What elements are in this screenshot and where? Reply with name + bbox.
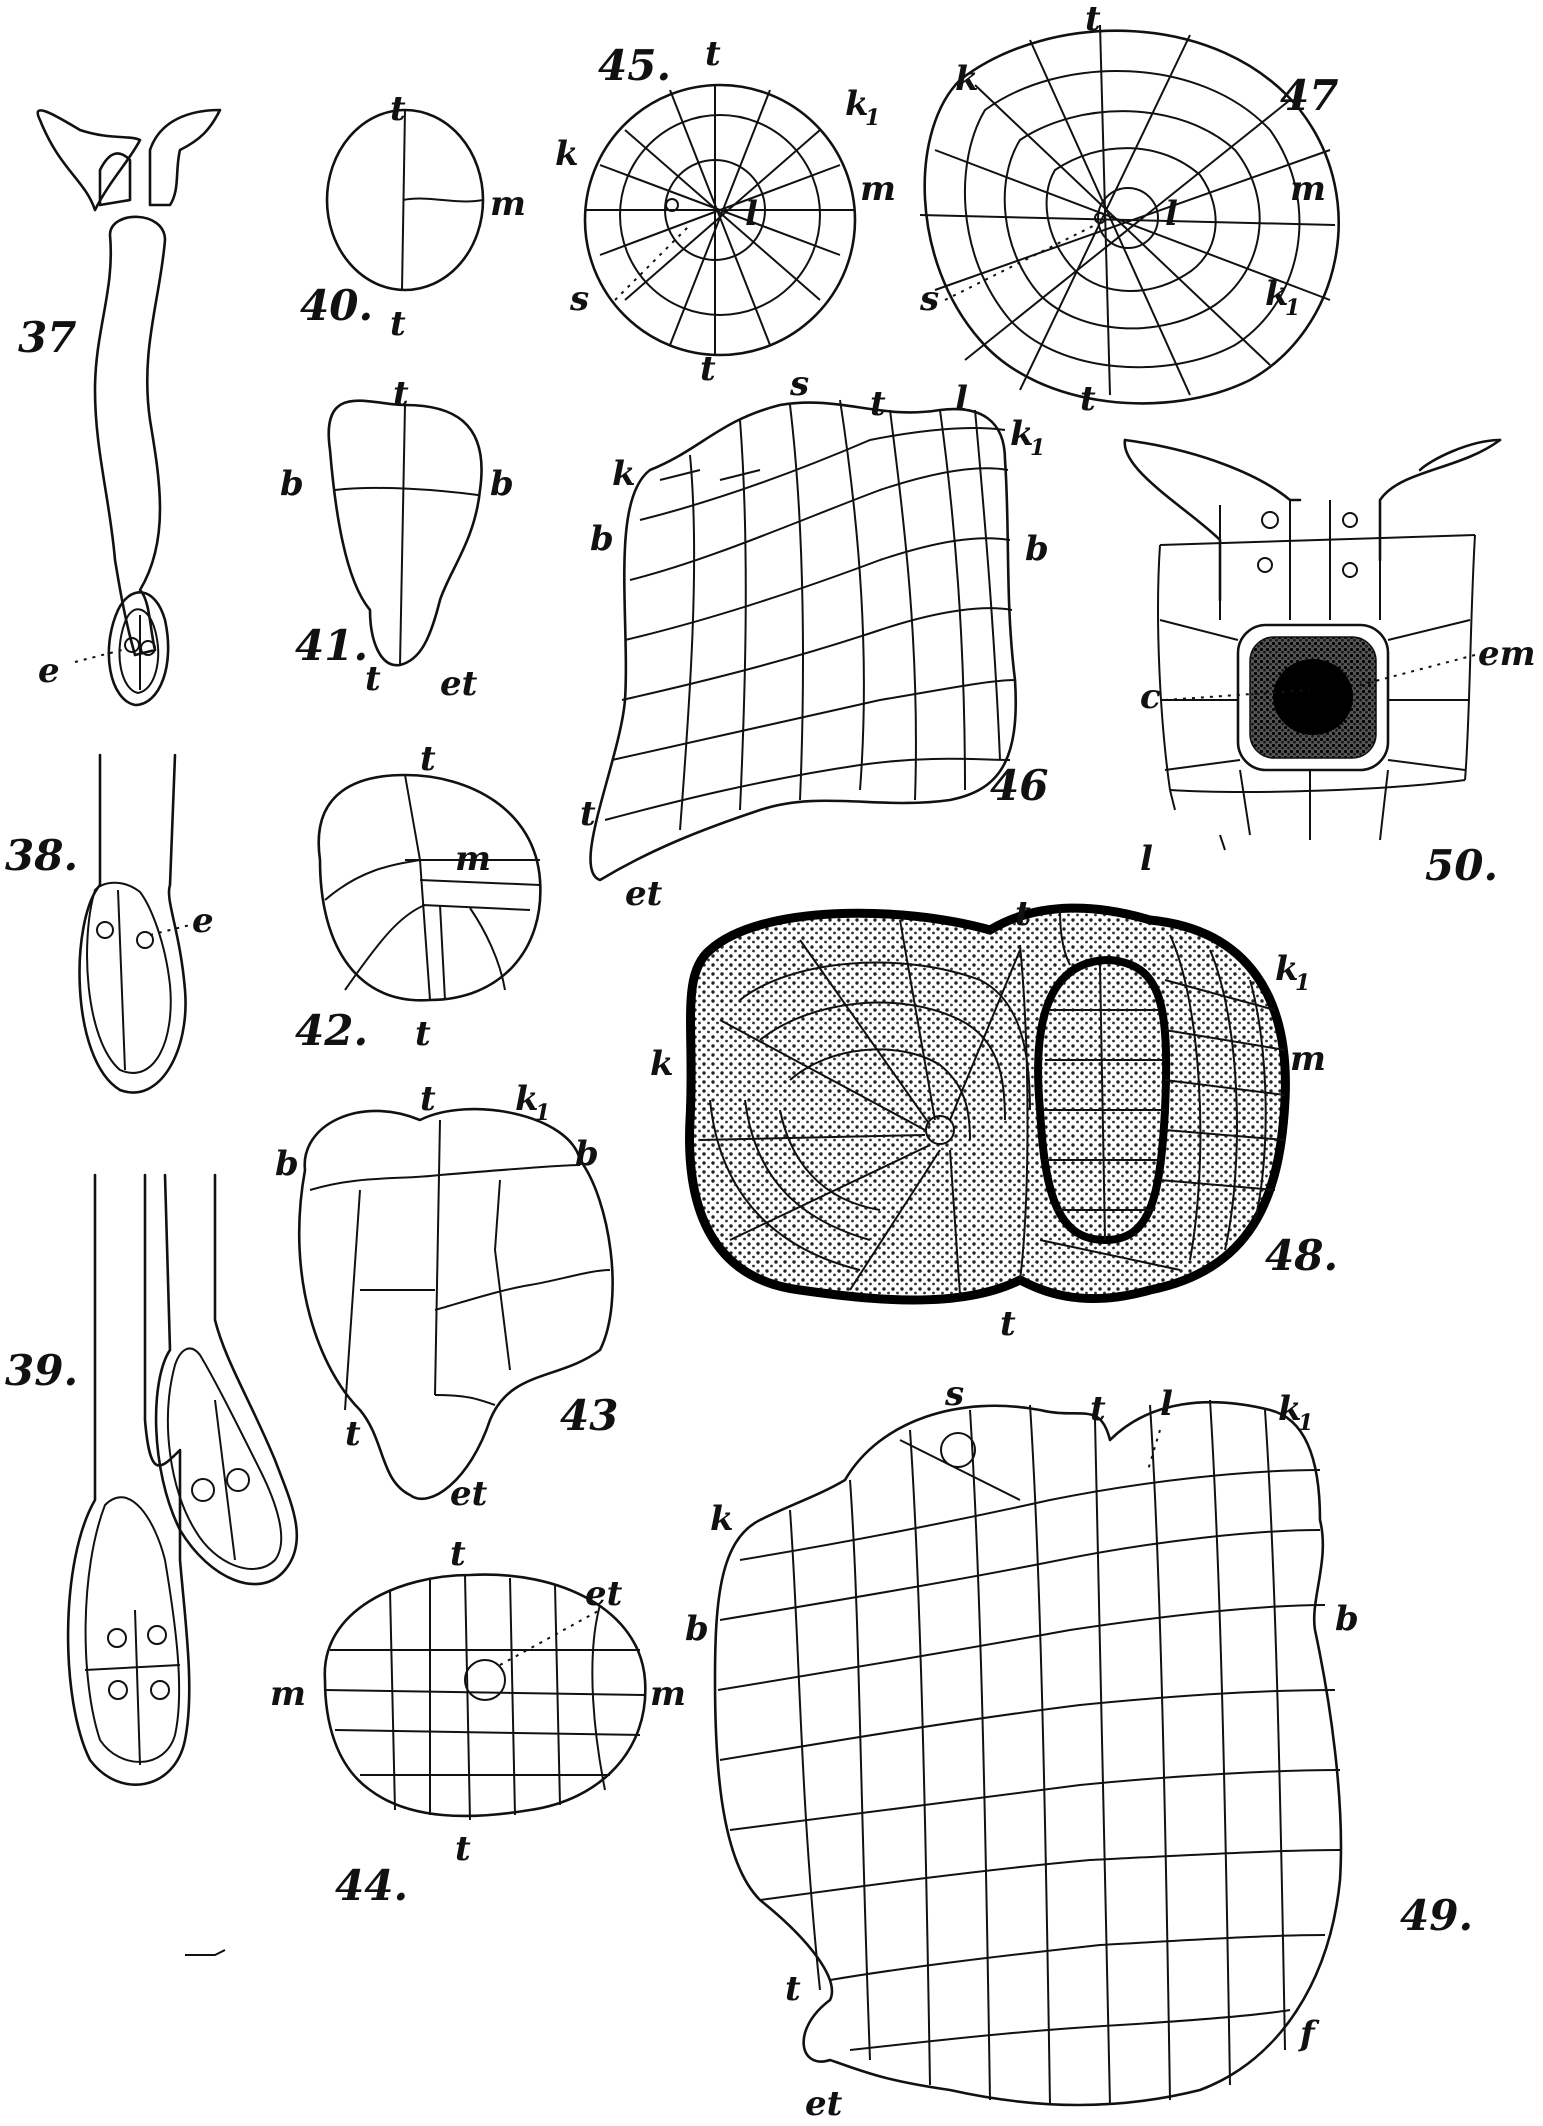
- label-t-47-bottom: t: [1080, 379, 1096, 419]
- label-k-46: k: [612, 454, 636, 494]
- label-k1-sub-47: 1: [1285, 295, 1300, 321]
- label-k-49: k: [710, 1499, 734, 1539]
- label-t-47-top: t: [1085, 0, 1101, 39]
- label-em-50: em: [1478, 634, 1536, 674]
- label-k1-sub-45: 1: [865, 105, 880, 131]
- label-t-43-bottom: t: [345, 1414, 361, 1454]
- figure-45: 45. t k 1 k l m s t: [555, 34, 896, 389]
- figure-number-42: 42.: [295, 1006, 368, 1055]
- figure-41: t b b t et 41.: [280, 374, 514, 704]
- label-t-43: t: [420, 1079, 436, 1119]
- label-m-48: m: [1290, 1039, 1326, 1079]
- figure-38: e 38.: [5, 755, 214, 1092]
- figure-number-39: 39.: [5, 1346, 78, 1395]
- label-m-44-left: m: [270, 1674, 306, 1714]
- label-t-40-top: t: [390, 89, 406, 129]
- label-b-49-right: b: [1335, 1599, 1359, 1639]
- label-k-48: k: [650, 1044, 674, 1084]
- figure-number-44: 44.: [335, 1861, 408, 1910]
- label-e: e: [38, 651, 60, 691]
- figure-47: t k 47 m l s k 1 t: [919, 0, 1339, 419]
- label-t-48-top: t: [1015, 894, 1031, 934]
- label-k1-sub-49: 1: [1298, 1410, 1313, 1436]
- figure-42: t m t 42.: [295, 739, 540, 1055]
- label-et-41: et: [440, 664, 478, 704]
- figure-48: t l k 1 m k 48. t: [650, 839, 1338, 1344]
- figure-40: t m t 40.: [300, 89, 526, 344]
- label-b-46-right: b: [1025, 529, 1049, 569]
- label-b-43-right: b: [575, 1134, 599, 1174]
- label-l-45: l: [745, 194, 758, 234]
- label-k1-sub-43: 1: [535, 1100, 550, 1126]
- figure-number-40: 40.: [300, 281, 373, 330]
- label-l-46: l: [955, 379, 968, 419]
- label-m-40: m: [490, 184, 526, 224]
- figure-number-47: 47: [1280, 71, 1338, 120]
- label-k-45: k: [555, 134, 579, 174]
- label-t-49-bottom: t: [785, 1969, 801, 2009]
- label-s-46: s: [789, 364, 809, 404]
- label-m-47: m: [1290, 169, 1326, 209]
- label-l-49: l: [1160, 1384, 1173, 1424]
- label-t-40-bottom: t: [390, 304, 406, 344]
- label-t-42-top: t: [420, 739, 436, 779]
- label-e-38: e: [192, 901, 214, 941]
- figure-number-48: 48.: [1265, 1231, 1338, 1280]
- label-t-45-bottom: t: [700, 349, 716, 389]
- figure-number-38: 38.: [5, 831, 78, 880]
- figure-49: s t l k 1 k b b 49. t f et: [685, 1374, 1473, 2124]
- label-et-44: et: [585, 1574, 623, 1614]
- figure-50: c em 50.: [1125, 440, 1536, 890]
- label-t-45-top: t: [705, 34, 721, 74]
- label-k1-sub-48: 1: [1295, 970, 1310, 996]
- figure-39: 39.: [5, 1175, 297, 1785]
- figure-number-45: 45.: [598, 41, 671, 90]
- label-b-41-right: b: [490, 464, 514, 504]
- figure-number-43: 43: [560, 1391, 618, 1440]
- figure-number-50: 50.: [1425, 841, 1498, 890]
- figure-number-37: 37: [18, 313, 76, 362]
- label-m-42: m: [455, 839, 491, 879]
- label-f-49: f: [1298, 2014, 1320, 2054]
- label-k-47: k: [955, 59, 979, 99]
- label-t-48-bottom: t: [1000, 1304, 1016, 1344]
- label-s-49: s: [944, 1374, 964, 1414]
- label-t-49-top: t: [1090, 1389, 1106, 1429]
- figure-43: t k 1 b b t et 43: [275, 1079, 618, 1514]
- figure-number-46: 46: [990, 761, 1048, 810]
- label-et-46: et: [625, 874, 663, 914]
- label-et-43: et: [450, 1474, 488, 1514]
- label-t-44-top: t: [450, 1534, 466, 1574]
- label-c-50: c: [1140, 677, 1161, 717]
- label-b-46-left: b: [590, 519, 614, 559]
- figure-number-49: 49.: [1400, 1891, 1473, 1940]
- label-t-46-bottom: t: [580, 794, 596, 834]
- label-l-47: l: [1165, 194, 1178, 234]
- figure-46: s t l k 1 k b b 46 t et: [580, 364, 1049, 914]
- label-s-45: s: [569, 279, 589, 319]
- label-t-41-top: t: [393, 374, 409, 414]
- figure-44: t et m m t 44.: [185, 1534, 686, 1955]
- label-s-47: s: [919, 279, 939, 319]
- label-t-42-bottom: t: [415, 1014, 431, 1054]
- label-t-44-bottom: t: [455, 1829, 471, 1869]
- label-m-44-right: m: [650, 1674, 686, 1714]
- label-m-45: m: [860, 169, 896, 209]
- figure-37: e 37: [18, 110, 220, 705]
- label-k1-sub-46: 1: [1030, 435, 1045, 461]
- label-b-49-left: b: [685, 1609, 709, 1649]
- label-et-49: et: [805, 2084, 843, 2124]
- figure-number-41: 41.: [295, 621, 368, 670]
- label-b-41-left: b: [280, 464, 304, 504]
- label-l-48: l: [1140, 839, 1153, 879]
- label-t-46-top: t: [870, 384, 886, 424]
- label-b-43-left: b: [275, 1144, 299, 1184]
